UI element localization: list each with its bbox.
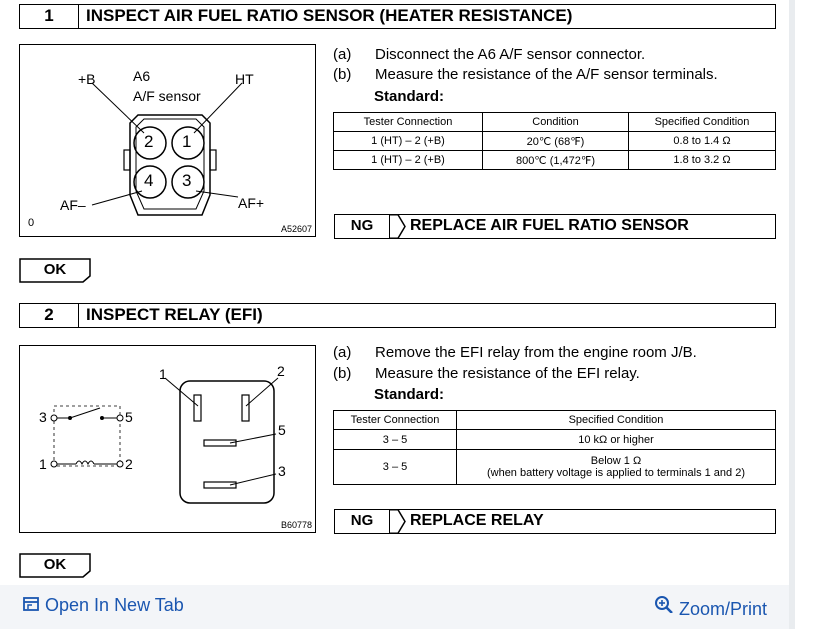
schematic-terminal-3: 3 <box>39 409 47 425</box>
relay-resistance-table: Tester Connection Specified Condition 3 … <box>333 410 776 485</box>
table-cell: 3 – 5 <box>333 429 457 450</box>
instruction-a: (a) Disconnect the A6 A/F sensor connecto… <box>333 46 645 63</box>
pin-3-label: 3 <box>182 171 192 190</box>
table-row: 3 – 5 10 kΩ or higher <box>333 429 776 450</box>
table-cell: Below 1 Ω (when battery voltage is appli… <box>456 449 776 485</box>
ng-result-step-1: NG REPLACE AIR FUEL RATIO SENSOR <box>334 214 776 239</box>
schematic-terminal-1: 1 <box>39 456 47 472</box>
table-header: Condition <box>482 112 629 132</box>
figure-code: B60778 <box>280 520 312 530</box>
step-title: INSPECT AIR FUEL RATIO SENSOR (HEATER RE… <box>86 6 573 25</box>
ok-result-step-1: OK <box>19 258 91 283</box>
zoom-icon <box>655 596 673 614</box>
ok-label: OK <box>43 261 67 278</box>
arrow-right-icon <box>390 509 406 534</box>
table-cell: 3 – 5 <box>333 449 457 485</box>
ok-label: OK <box>43 556 67 573</box>
table-cell: 800℃ (1,472℉) <box>482 150 629 170</box>
instruction-a: (a) Remove the EFI relay from the engine … <box>333 344 697 361</box>
corner-mark: 0 <box>28 217 35 229</box>
table-cell: 20℃ (68℉) <box>482 131 629 151</box>
table-cell-line: Below 1 Ω <box>590 455 642 467</box>
instruction-text: Measure the resistance of the EFI relay. <box>375 365 640 382</box>
ng-label: NG <box>334 509 390 534</box>
figure-code: A52607 <box>280 224 312 234</box>
af-minus-label: AF– <box>60 197 86 213</box>
table-header: Tester Connection <box>333 410 457 430</box>
instruction-b: (b) Measure the resistance of the A/F sen… <box>333 66 718 83</box>
af-sensor-connector-diagram <box>91 82 243 216</box>
table-cell: 1 (HT) – 2 (+B) <box>333 150 483 170</box>
ht-label: HT <box>235 71 254 87</box>
af-sensor-figure: +B A6 A/F sensor HT AF– AF+ 2 1 4 3 0 A5… <box>19 44 316 237</box>
open-in-new-tab-link[interactable]: Open In New Tab <box>22 595 184 616</box>
standard-label: Standard: <box>374 386 445 403</box>
open-new-tab-icon <box>23 597 39 611</box>
step-1-header: 1 INSPECT AIR FUEL RATIO SENSOR (HEATER … <box>19 4 776 29</box>
ok-result-step-2: OK <box>19 553 91 578</box>
pin-2-label: 2 <box>144 132 154 151</box>
instruction-text: Measure the resistance of the A/F sensor… <box>375 66 718 83</box>
standard-label: Standard: <box>374 88 445 105</box>
connector-name: A6 <box>133 68 151 84</box>
ng-result-step-2: NG REPLACE RELAY <box>334 509 776 534</box>
schematic-terminal-5: 5 <box>125 409 133 425</box>
table-cell-note: (when battery voltage is applied to term… <box>486 467 746 479</box>
relay-figure: 3 5 1 2 1 2 5 3 B60778 <box>19 345 316 533</box>
instruction-label: (b) <box>333 365 352 382</box>
relay-terminal-3: 3 <box>278 463 286 479</box>
step-number: 2 <box>20 304 79 327</box>
pin-4-label: 4 <box>144 171 154 190</box>
ng-action: REPLACE AIR FUEL RATIO SENSOR <box>398 214 776 239</box>
table-header: Specified Condition <box>456 410 776 430</box>
table-header: Specified Condition <box>628 112 776 132</box>
step-2-header: 2 INSPECT RELAY (EFI) <box>19 303 776 328</box>
step-title: INSPECT RELAY (EFI) <box>86 305 263 324</box>
ok-shape <box>19 258 91 283</box>
ng-label: NG <box>334 214 390 239</box>
af-plus-label: AF+ <box>238 195 265 211</box>
zoom-print-label: Zoom/Print <box>679 599 768 619</box>
instruction-label: (b) <box>333 66 352 83</box>
plus-b-label: +B <box>78 71 96 87</box>
relay-terminal-2: 2 <box>277 363 285 379</box>
table-row: 1 (HT) – 2 (+B) 20℃ (68℉) 0.8 to 1.4 Ω <box>333 131 776 151</box>
instruction-text: Remove the EFI relay from the engine roo… <box>375 344 697 361</box>
instruction-text: Disconnect the A6 A/F sensor connector. <box>375 46 646 63</box>
table-cell: 1 (HT) – 2 (+B) <box>333 131 483 151</box>
table-cell: 1.8 to 3.2 Ω <box>628 150 776 170</box>
ok-shape <box>19 553 91 578</box>
ng-action: REPLACE RELAY <box>398 509 776 534</box>
arrow-right-icon <box>390 214 406 239</box>
table-cell: 10 kΩ or higher <box>456 429 776 450</box>
pin-1-label: 1 <box>182 132 192 151</box>
relay-terminal-1: 1 <box>159 366 167 382</box>
instruction-b: (b) Measure the resistance of the EFI rel… <box>333 365 640 382</box>
table-cell: 0.8 to 1.4 Ω <box>628 131 776 151</box>
heater-resistance-table: Tester Connection Condition Specified Co… <box>333 112 776 170</box>
open-in-new-tab-label: Open In New Tab <box>45 595 184 615</box>
instruction-label: (a) <box>333 46 352 63</box>
table-row: 3 – 5 Below 1 Ω (when battery voltage is… <box>333 449 776 485</box>
table-row: 1 (HT) – 2 (+B) 800℃ (1,472℉) 1.8 to 3.2… <box>333 150 776 170</box>
schematic-terminal-2: 2 <box>125 456 133 472</box>
connector-desc: A/F sensor <box>133 88 201 104</box>
instruction-label: (a) <box>333 344 352 361</box>
relay-terminal-5: 5 <box>278 422 286 438</box>
table-header: Tester Connection <box>333 112 483 132</box>
page-margin <box>795 0 826 629</box>
scrollbar-track[interactable] <box>789 0 795 629</box>
zoom-print-link[interactable]: Zoom/Print <box>654 595 767 620</box>
relay-diagram <box>50 377 279 504</box>
step-number: 1 <box>20 5 79 28</box>
